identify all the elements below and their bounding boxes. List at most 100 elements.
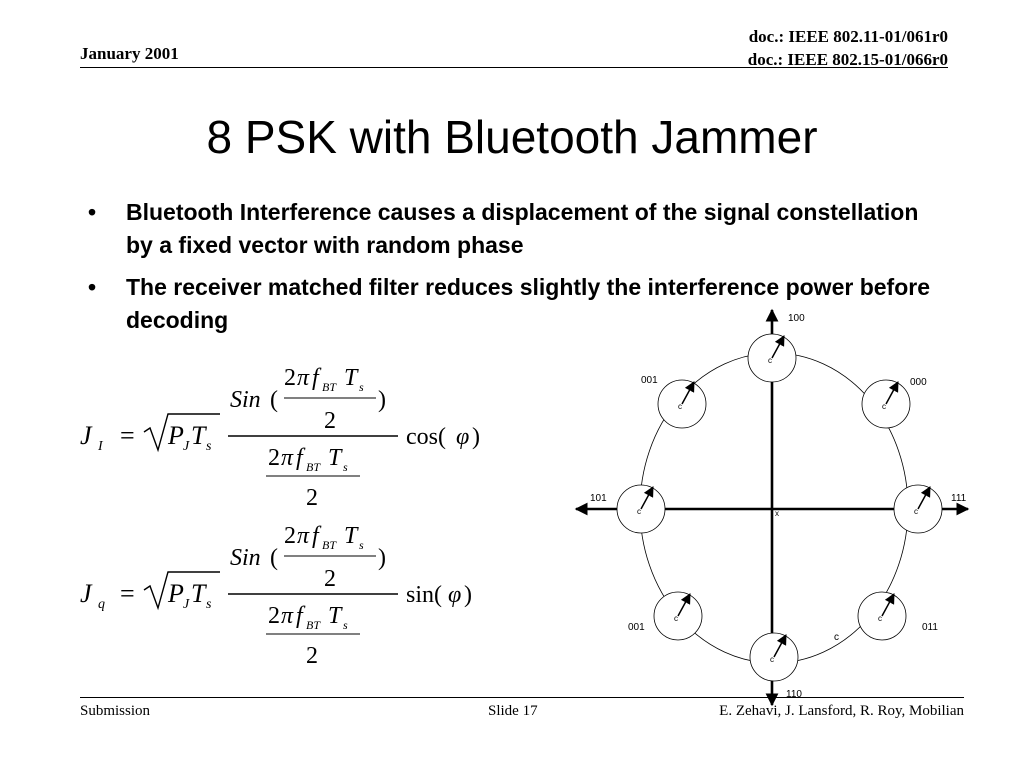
point-glyph: c [637, 507, 641, 516]
eq2-lparen: ( [270, 545, 278, 571]
eq2-sqrt-sign [143, 571, 220, 611]
eq1-sin: Sin [230, 387, 261, 413]
origin-marker: x [775, 509, 779, 518]
eq2-sin: Sin [230, 545, 261, 571]
eq2-num-T-sub: s [359, 538, 364, 552]
eq2-den-f: f [296, 603, 306, 629]
eq1-num-T-sub: s [359, 380, 364, 394]
eq1-lhs-sub: I [97, 439, 104, 454]
eq2-num-f: f [312, 523, 322, 549]
bullet-text: The receiver matched filter reduces slig… [126, 274, 930, 333]
eq1-den-two: 2 [268, 445, 280, 471]
eq2-T-sub: s [206, 597, 212, 612]
extra-point-label: c [834, 632, 839, 643]
eq2-den-T: T [328, 603, 343, 629]
constellation-point-101: c [616, 484, 666, 534]
footer-rule [80, 697, 964, 698]
eq1-P: P [167, 421, 184, 450]
label-111: 111 [951, 493, 967, 504]
eq2-num-pi: π [297, 523, 310, 549]
label-011: 011 [922, 622, 938, 633]
footer-submission: Submission [80, 703, 151, 719]
eq1-num-f-sub: BT [322, 380, 337, 394]
eq2-num-f-sub: BT [322, 538, 337, 552]
equation-ji: J I = P J T s Sin ( 2 π f BT T s 2 ) 2 π… [80, 365, 480, 511]
eq1-T-sub: s [206, 439, 212, 454]
eq2-trig-var: φ [448, 582, 461, 608]
point-glyph: c [878, 614, 882, 623]
equation-jq: J q = P J T s Sin ( 2 π f BT T s 2 ) 2 π… [80, 523, 472, 669]
eq2-den-f-sub: BT [306, 618, 321, 632]
eq2-T: T [191, 579, 207, 608]
constellation-diagram: x c c c c c c [574, 308, 970, 707]
label-100: 100 [788, 313, 805, 324]
constellation-point-001-upper: c [657, 379, 707, 429]
eq2-trig-close: ) [464, 582, 472, 608]
eq1-P-sub: J [183, 439, 190, 454]
eq2-rparen: ) [378, 545, 386, 571]
eq1-lparen: ( [270, 387, 278, 413]
eq1-den-f: f [296, 445, 306, 471]
eq2-num-T: T [344, 523, 359, 549]
eq1-trig-var: φ [456, 424, 469, 450]
eq1-den-T: T [328, 445, 343, 471]
point-glyph: c [678, 402, 682, 411]
constellation-point-100: c [747, 333, 797, 383]
eq2-inner-den-two: 2 [324, 566, 336, 592]
eq2-num-two: 2 [284, 523, 296, 549]
point-glyph: c [768, 356, 772, 365]
eq1-rparen: ) [378, 387, 386, 413]
label-110: 110 [786, 689, 802, 700]
eq1-num-f: f [312, 365, 322, 391]
constellation-point-011: c [857, 591, 907, 641]
bullet-glyph: • [88, 274, 97, 300]
footer-slide-number: Slide 17 [488, 703, 538, 719]
eq1-inner-den-two: 2 [324, 408, 336, 434]
eq1-sqrt-sign [143, 413, 220, 453]
label-000: 000 [910, 377, 927, 388]
bullet-glyph: • [88, 199, 97, 225]
header-doc-id-80211: doc.: IEEE 802.11-01/061r0 [748, 27, 948, 46]
eq1-num-pi: π [297, 365, 310, 391]
eq1-num-two: 2 [284, 365, 296, 391]
bullet-item: • The receiver matched filter reduces sl… [88, 271, 948, 337]
constellation-point-111: c [893, 484, 943, 534]
eq2-P-sub: J [183, 597, 190, 612]
header-doc-ids: doc.: IEEE 802.11-01/061r0 doc.: IEEE 80… [748, 25, 948, 71]
eq1-den-pi: π [281, 445, 294, 471]
eq1-den-f-sub: BT [306, 460, 321, 474]
point-glyph: c [674, 614, 678, 623]
bullet-item: • Bluetooth Interference causes a displa… [88, 196, 948, 262]
constellation-point-110: c [749, 632, 799, 682]
eq1-lhs: J [80, 421, 93, 450]
eq2-den-pi: π [281, 603, 294, 629]
eq1-equals: = [120, 421, 135, 450]
eq1-den-T-sub: s [343, 460, 348, 474]
eq1-num-T: T [344, 365, 359, 391]
point-glyph: c [882, 402, 886, 411]
eq2-den-two: 2 [268, 603, 280, 629]
header-doc-id-80215: doc.: IEEE 802.15-01/066r0 [747, 50, 948, 69]
point-glyph: c [914, 507, 918, 516]
label-001-upper: 001 [641, 375, 658, 386]
eq2-den-den-two: 2 [306, 643, 318, 669]
eq1-den-den-two: 2 [306, 485, 318, 511]
eq2-lhs: J [80, 579, 93, 608]
constellation-point-001-lower: c [653, 591, 703, 641]
label-101: 101 [590, 493, 607, 504]
eq2-P: P [167, 579, 184, 608]
eq1-trig-close: ) [472, 424, 480, 450]
eq2-den-T-sub: s [343, 618, 348, 632]
eq2-trig: sin( [406, 582, 442, 608]
constellation-point-000: c [861, 379, 911, 429]
eq1-trig: cos( [406, 424, 446, 450]
point-glyph: c [770, 655, 774, 664]
slide-title: 8 PSK with Bluetooth Jammer [206, 111, 818, 163]
label-001-lower: 001 [628, 622, 645, 633]
header-rule [80, 67, 948, 68]
bullet-list: • Bluetooth Interference causes a displa… [88, 196, 948, 346]
header-date: January 2001 [80, 44, 179, 63]
bullet-text: Bluetooth Interference causes a displace… [126, 199, 919, 258]
eq2-lhs-sub: q [98, 597, 105, 612]
